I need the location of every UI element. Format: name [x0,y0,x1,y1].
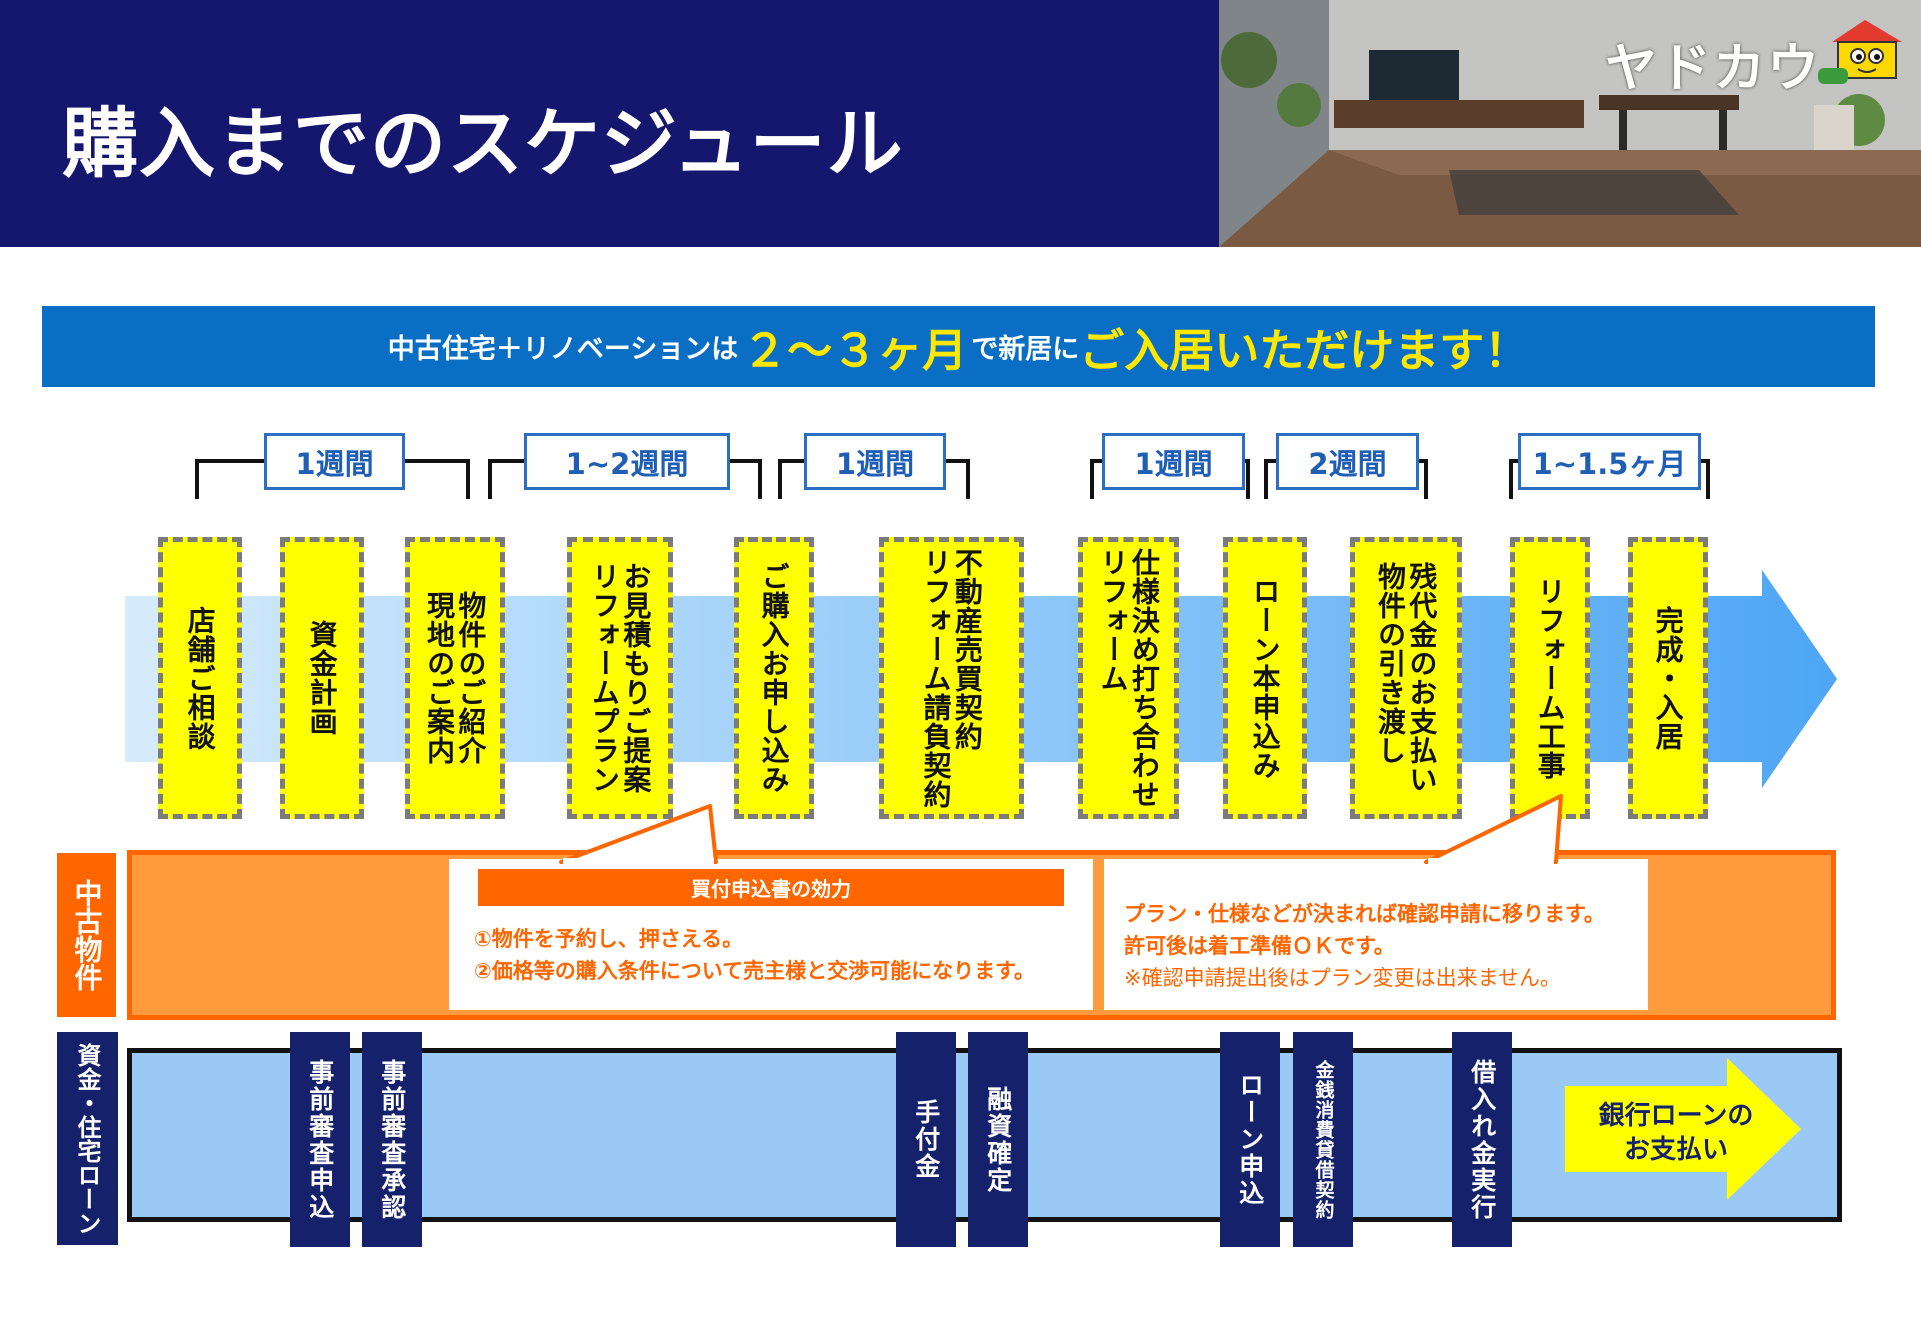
step-label: 店舗ご相談 [183,605,217,751]
duration-label: 2週間 [1276,433,1419,490]
headline-banner: 中古住宅＋リノベーションは ２～３ヶ月 で新居に ご入居いただけます！ [42,306,1875,387]
loan-step-label: 事前審査申込 [305,1058,335,1221]
step-card: 資金計画 [280,537,364,819]
loan-step-box: 借入れ金実行 [1452,1032,1512,1247]
header-band [0,0,1219,247]
loan-payment-arrow [1565,1058,1801,1200]
duration-label: 1週間 [264,433,405,490]
loan-step-label: 金銭消費貸借契約 [1312,1059,1335,1220]
banner-emphasis: ご入居いただけます！ [1079,324,1530,377]
loan-step-box: 事前審査承認 [362,1032,422,1247]
brand-logo: ヤドカウ [1605,39,1822,99]
loan-payment-text: 銀行ローンの お支払い [1570,1100,1782,1168]
step-card: 残代金のお支払い物件の引き渡し [1350,537,1462,819]
step-card: お見積もりご提案リフォームプラン [567,537,673,819]
step-card: 店舗ご相談 [158,537,242,819]
header-photo [1219,0,1921,247]
row-label-used-property: 中古物件 [57,853,116,1017]
row-label-loan: 資金・住宅ローン [57,1032,118,1245]
step-card: 不動産売買契約リフォーム請負契約 [879,537,1024,819]
step-card: リフォーム工事 [1510,537,1590,819]
room-photo-illustration [1219,0,1921,247]
loan-step-label: 手付金 [911,1099,941,1180]
step-label: ご購入お申し込み [757,562,791,794]
duration-label: 1~2週間 [524,433,730,490]
step-label: 仕様決め打ち合わせリフォーム [1096,547,1161,809]
loan-step-label: ローン申込 [1235,1072,1265,1207]
callout2-line2: 許可後は着工準備ＯＫです。 [1124,934,1395,958]
callout-confirmation-application [1104,859,1648,1010]
step-label: 残代金のお支払い物件の引き渡し [1374,562,1439,794]
banner-highlight: ２～３ヶ月 [742,324,968,377]
loan-step-label: 融資確定 [983,1085,1013,1194]
step-card: 物件のご紹介現地のご案内 [405,537,505,819]
step-label: 不動産売買契約リフォーム請負契約 [919,547,984,809]
page-title: 購入までのスケジュール [62,99,904,188]
duration-label: 1週間 [804,433,946,490]
step-label: ローン本申込み [1248,576,1282,780]
callout2-line1: プラン・仕様などが決まれば確認申請に移ります。 [1124,902,1605,926]
house-mascot-icon [1818,20,1902,84]
duration-label: 1週間 [1102,433,1245,490]
step-card: 仕様決め打ち合わせリフォーム [1078,537,1179,819]
step-label: 完成・入居 [1651,605,1685,751]
step-card: ご購入お申し込み [734,537,814,819]
loan-payment-line2: お支払い [1623,1134,1728,1165]
loan-step-box: 事前審査申込 [290,1032,350,1247]
step-card: ローン本申込み [1223,537,1307,819]
loan-step-box: 手付金 [896,1032,956,1247]
step-card: 完成・入居 [1628,537,1708,819]
loan-payment-line1: 銀行ローンの [1598,1101,1754,1131]
loan-step-box: 融資確定 [968,1032,1028,1247]
loan-step-box: 金銭消費貸借契約 [1293,1032,1353,1247]
loan-step-box: ローン申込 [1220,1032,1280,1247]
banner-text-1: 中古住宅＋リノベーションは [387,334,739,365]
banner-text-2: で新居に [971,334,1080,365]
callout1-line2: ②価格等の購入条件について売主様と交渉可能になります。 [474,959,1036,983]
step-label: リフォーム工事 [1533,576,1567,780]
callout2-note: ※確認申請提出後はプラン変更は出来ません。 [1124,966,1561,990]
step-label: 資金計画 [305,620,339,736]
loan-step-label: 借入れ金実行 [1467,1058,1497,1221]
step-label: お見積もりご提案リフォームプラン [588,562,653,794]
loan-step-label: 事前審査承認 [377,1058,407,1221]
callout1-heading: 買付申込書の効力 [478,869,1064,906]
duration-label: 1~1.5ヶ月 [1518,433,1701,490]
callout1-line1: ①物件を予約し、押さえる。 [474,927,744,951]
step-label: 物件のご紹介現地のご案内 [423,591,488,765]
